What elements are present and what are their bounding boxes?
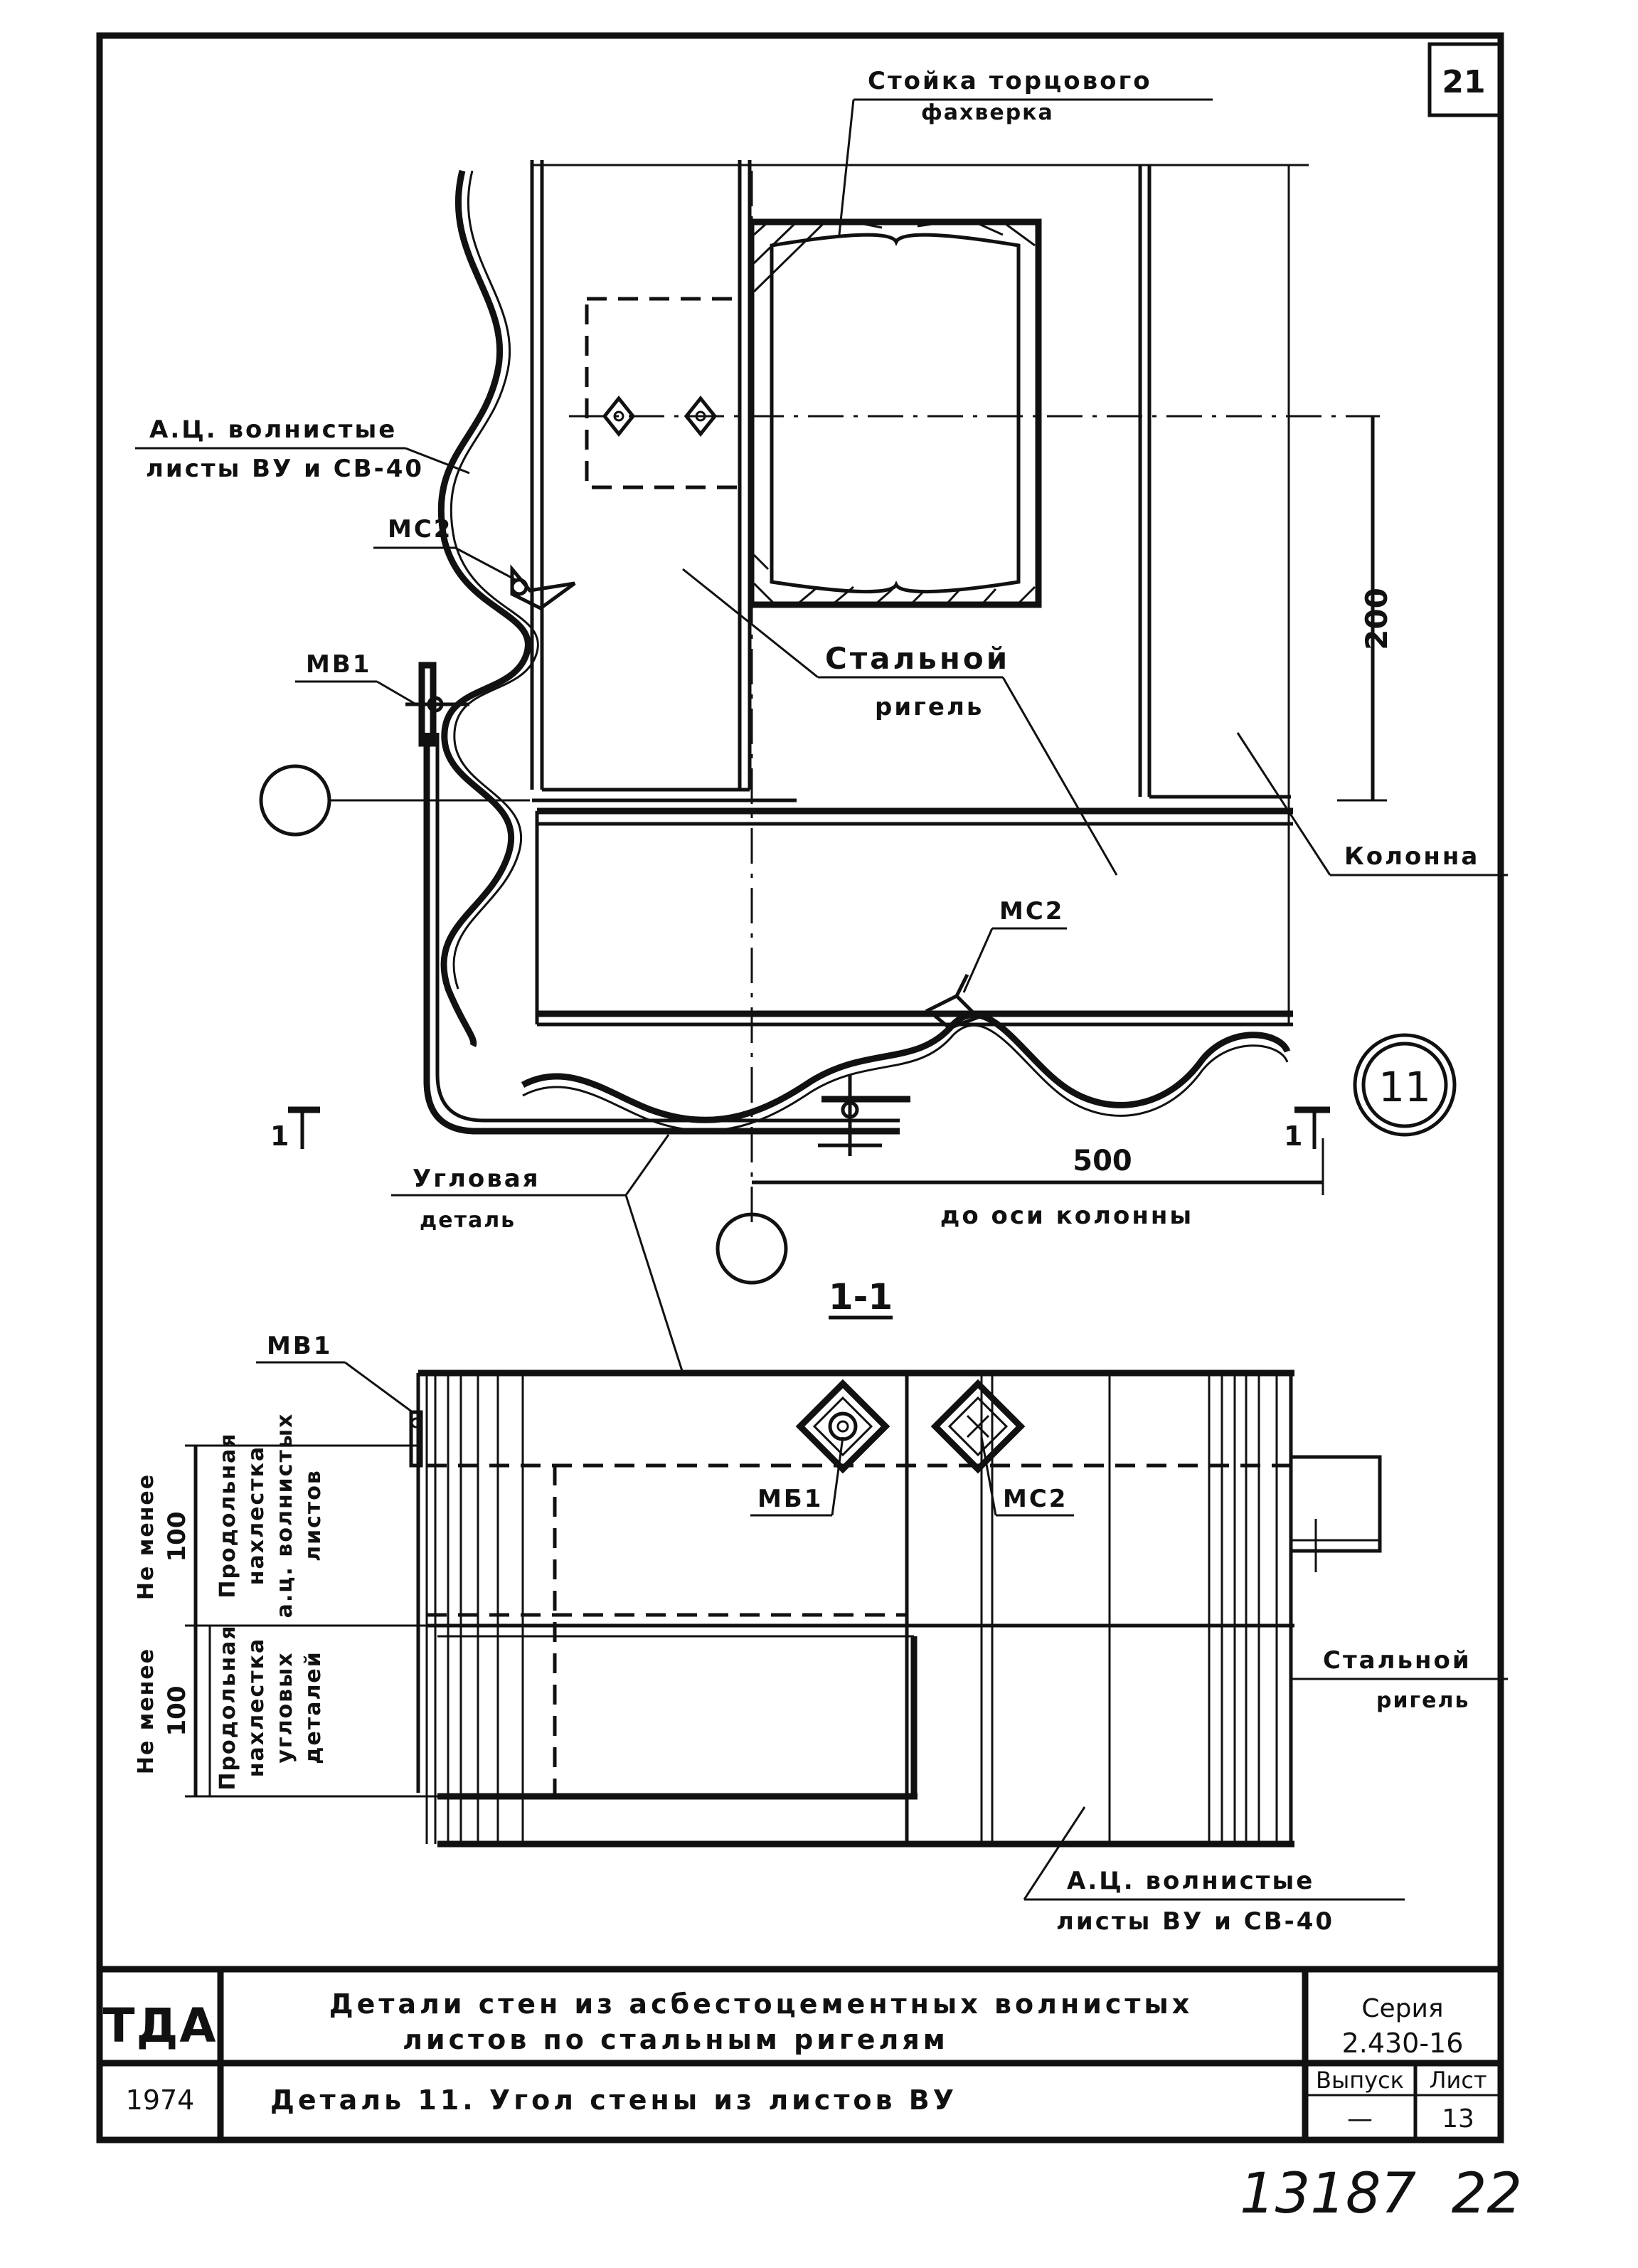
title-block	[100, 1966, 1501, 2140]
node-11-label: 11	[1378, 1063, 1431, 1111]
label-uglovaya-2: деталь	[420, 1208, 516, 1233]
bottom-handwritten-number: 13187 22	[1240, 2162, 1522, 2226]
label-prodol-2d: деталей	[301, 1650, 326, 1764]
label-mv1-b: МВ1	[267, 1332, 332, 1360]
label-ms2-a: МС2	[388, 515, 452, 544]
label-prodol-1b: нахлестка	[244, 1446, 269, 1585]
sheet-frame	[96, 32, 1504, 2144]
label-mv1-c: МБ1	[757, 1485, 823, 1513]
label-rigel-1: Стальной	[825, 641, 1010, 676]
label-ms2-c: МС2	[1003, 1485, 1068, 1513]
fastener-mv1-b	[409, 1410, 423, 1468]
label-prodol-1a: Продольная	[216, 1432, 240, 1598]
axis-marker-bottom	[716, 1212, 788, 1285]
corner-number: 21	[1442, 64, 1485, 100]
corner-piece	[423, 733, 900, 1135]
label-kolonna: Колонна	[1344, 842, 1479, 871]
label-ats-top-1: А.Ц. волнистые	[149, 415, 397, 444]
corrugated-sheet-vertical	[437, 169, 531, 1048]
label-rigel2-2: ригель	[1376, 1688, 1469, 1713]
dim-500: 500	[1073, 1145, 1132, 1177]
fastener-ms2-b	[925, 973, 982, 1030]
year: 1974	[126, 2084, 195, 2116]
label-ats-top-2: листы ВУ и СВ-40	[146, 455, 424, 483]
axis-marker-left	[259, 764, 331, 837]
stoika-section	[748, 218, 1042, 608]
label-prodol-1c: а.ц. волнистых	[272, 1413, 297, 1618]
title-line-2: листов по стальным ригелям	[403, 2024, 949, 2055]
label-prodol-2a: Продольная	[216, 1624, 240, 1790]
label-prodol-2c: угловых	[272, 1651, 297, 1763]
svg-text:1: 1	[1284, 1120, 1302, 1152]
svg-text:1: 1	[270, 1120, 289, 1152]
do-osi-kolonny: до оси колонны	[940, 1202, 1193, 1230]
seria-value: 2.430-16	[1342, 2028, 1464, 2059]
seria-label: Серия	[1361, 1994, 1443, 2023]
label-rigel-2: ригель	[875, 693, 984, 721]
corner-number-box	[1427, 42, 1501, 117]
node-11-circle	[1353, 1033, 1457, 1137]
label-mv1-a: МВ1	[306, 650, 371, 679]
label-prodol-1d: листов	[301, 1469, 326, 1562]
list-value: 13	[1442, 2104, 1474, 2134]
label-stoika-1: Стойка торцового	[868, 67, 1152, 95]
fastener-diamond-ms2	[930, 1379, 1026, 1474]
label-100-2: 100	[163, 1686, 191, 1737]
vypusk-label: Выпуск	[1316, 2067, 1404, 2094]
label-ats-bot-1: А.Ц. волнистые	[1067, 1867, 1314, 1895]
title-org: ТДА	[103, 1998, 218, 2053]
label-stoika-2: фахверка	[921, 100, 1054, 125]
label-rigel2-1: Стальной	[1323, 1646, 1472, 1675]
label-100-1: 100	[163, 1512, 191, 1562]
title-line-1: Детали стен из асбестоцементных волнисты…	[329, 1988, 1193, 2020]
vypusk-value: —	[1347, 2104, 1373, 2134]
label-ne-menee-1: Не менее	[134, 1473, 159, 1600]
label-ms2-b: МС2	[999, 897, 1064, 926]
list-label: Лист	[1429, 2067, 1487, 2094]
subtitle: Деталь 11. Угол стены из листов ВУ	[270, 2084, 957, 2116]
section-marker-right: 1	[1284, 1106, 1330, 1152]
section-title-1-1: 1-1	[829, 1276, 893, 1318]
dim-200: 200	[1359, 588, 1394, 650]
section-marker-left: 1	[270, 1106, 320, 1152]
fastener-bottom-bolt	[818, 1074, 910, 1156]
label-ne-menee-2: Не менее	[134, 1648, 159, 1774]
label-prodol-2b: нахлестка	[244, 1638, 269, 1777]
fastener-diamond-mb1	[795, 1379, 890, 1474]
corrugation-lines-left	[425, 1373, 524, 1844]
corrugation-lines-right	[1108, 1373, 1278, 1844]
corrugated-sheet-horizontal	[521, 1011, 1291, 1123]
fastener-ms2-a	[510, 564, 576, 610]
label-uglovaya-1: Угловая	[413, 1165, 541, 1193]
label-ats-bot-2: листы ВУ и СВ-40	[1056, 1907, 1334, 1936]
